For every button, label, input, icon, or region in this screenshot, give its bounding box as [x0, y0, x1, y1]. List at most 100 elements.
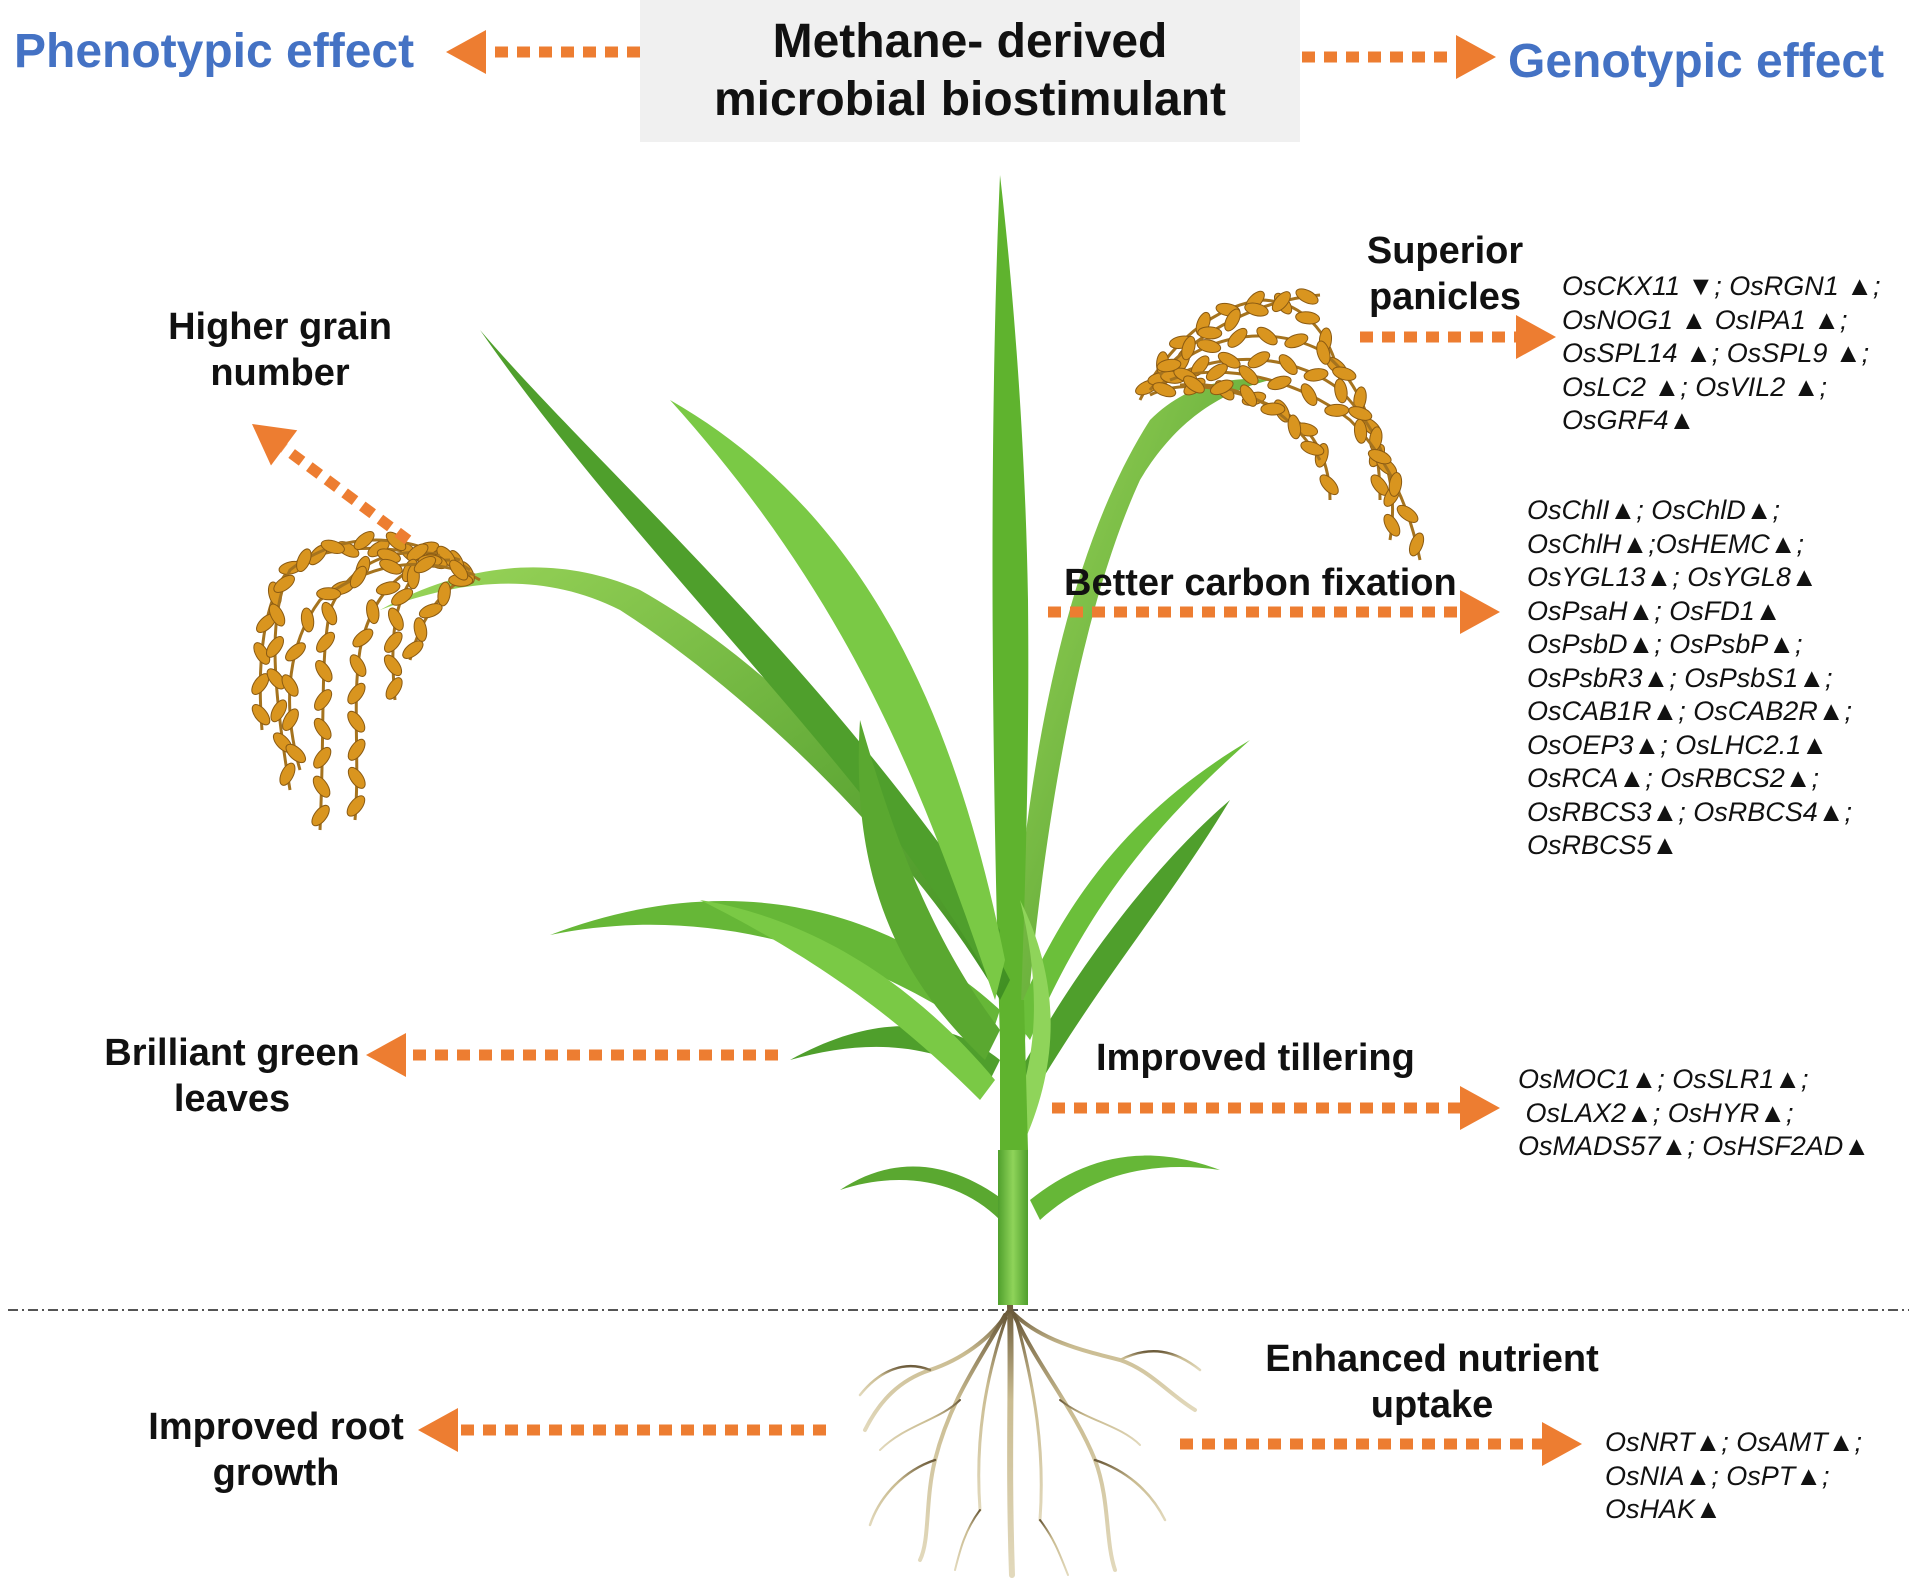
grain — [449, 559, 469, 581]
grain — [281, 674, 299, 697]
grain — [273, 574, 295, 593]
grain — [1388, 472, 1403, 497]
gene-list-nutrient-uptake: OsNRT▲; OsAMT▲; OsNIA▲; OsPT▲; OsHAK▲ — [1605, 1426, 1862, 1527]
arrow-head — [1456, 35, 1496, 79]
stem — [998, 1150, 1028, 1305]
rice-panicle-left — [251, 531, 481, 831]
grain — [1205, 363, 1228, 382]
grain — [1156, 358, 1182, 373]
grain — [1256, 326, 1278, 346]
grain — [1183, 375, 1205, 394]
arrow-brilliant-green-leaves — [366, 1033, 778, 1077]
grain — [316, 587, 342, 601]
grain — [311, 804, 330, 827]
gene-list-tillering: OsMOC1▲; OsSLR1▲; OsLAX2▲; OsHYR▲; OsMAD… — [1518, 1063, 1870, 1164]
root-system — [858, 1302, 1202, 1578]
grain — [1209, 379, 1234, 396]
grain — [316, 631, 336, 653]
grain — [1247, 351, 1271, 369]
gene-list-panicles: OsCKX11 ▼; OsRGN1 ▲; OsNOG1 ▲ OsIPA1 ▲; … — [1562, 270, 1881, 438]
grain — [1383, 513, 1401, 537]
title-box: Methane- derived microbial biostimulant — [640, 0, 1300, 142]
leaf — [550, 901, 1000, 1040]
gene-line: OsNOG1 ▲ OsIPA1 ▲; — [1562, 304, 1848, 335]
grain — [300, 607, 315, 633]
grain — [349, 654, 367, 677]
grain — [347, 766, 366, 789]
gene-line: OsNRT▲; OsAMT▲; — [1605, 1427, 1862, 1457]
grain — [268, 603, 286, 627]
arrow-head — [446, 30, 486, 74]
leaf — [858, 720, 1000, 1060]
arrow-to-genotypic-header — [1302, 35, 1496, 79]
label-higher-grain-number: Higher grain number — [168, 306, 392, 394]
gene-line: OsYGL13▲; OsYGL8▲ — [1527, 562, 1818, 592]
leaf — [1010, 379, 1270, 1040]
grain — [349, 565, 367, 589]
grain — [1319, 474, 1339, 496]
grain — [437, 581, 451, 607]
grain — [1181, 335, 1196, 361]
grain — [285, 642, 306, 662]
gene-line: OsChlI▲; OsChlD▲; — [1527, 495, 1780, 525]
grain — [1267, 375, 1292, 391]
label-improved-root-growth: Improved root growth — [148, 1406, 404, 1494]
stem-sheath — [1000, 1000, 1028, 1150]
grain — [387, 607, 404, 631]
gene-line: OsGRF4▲ — [1562, 405, 1696, 435]
label-brilliant-green-leaves: Brilliant green leaves — [104, 1032, 360, 1120]
grain — [347, 738, 366, 761]
grain — [413, 617, 428, 642]
grain — [296, 548, 312, 573]
grain — [1260, 402, 1286, 416]
gene-line: OsRBCS3▲; OsRBCS4▲; — [1527, 796, 1853, 827]
arrow-superior-panicles — [1360, 315, 1556, 359]
gene-line: OsLC2 ▲; OsVIL2 ▲; — [1562, 371, 1828, 402]
grain — [1295, 288, 1319, 305]
title-line-2: microbial biostimulant — [713, 73, 1227, 126]
gene-line: OsRCA▲; OsRBCS2▲; — [1527, 763, 1819, 793]
grain — [315, 659, 333, 683]
grain — [347, 682, 366, 705]
grain — [1197, 326, 1223, 340]
grain — [418, 603, 443, 619]
grain — [282, 708, 299, 732]
grain — [1224, 308, 1241, 332]
arrow-layer — [252, 30, 1582, 1466]
dotted-arrow-shaft — [280, 443, 412, 545]
gene-line: OsPsbD▲; OsPsbP▲; — [1527, 629, 1803, 659]
grain — [1332, 366, 1357, 381]
gene-line: OsMOC1▲; OsSLR1▲; — [1518, 1064, 1809, 1094]
grain — [1271, 291, 1291, 313]
grain — [1295, 311, 1321, 325]
grain — [1324, 403, 1350, 417]
arrow-head — [1516, 315, 1556, 359]
arrow-head — [1460, 590, 1500, 634]
grain — [312, 775, 331, 798]
grain — [366, 599, 380, 625]
grain — [375, 581, 401, 596]
genotypic-effect-header: Genotypic effect — [1508, 35, 1885, 88]
grain — [385, 677, 403, 700]
grain — [347, 710, 366, 733]
gene-line: OsMADS57▲; OsHSF2AD▲ — [1518, 1131, 1871, 1161]
grain — [1278, 354, 1298, 376]
grain — [402, 640, 424, 659]
arrow-head — [1542, 1422, 1582, 1466]
leaf — [380, 567, 1010, 1000]
gene-line: OsCKX11 ▼; OsRGN1 ▲; — [1562, 271, 1881, 301]
grain — [266, 636, 285, 658]
gene-line: OsLAX2▲; OsHYR▲; — [1518, 1097, 1794, 1128]
grain — [321, 601, 338, 626]
grain — [1152, 382, 1177, 398]
arrow-to-phenotypic-header — [446, 30, 640, 74]
grain — [1303, 368, 1329, 382]
grain — [313, 746, 332, 769]
grain — [285, 743, 307, 764]
leaf — [1010, 900, 1051, 1140]
grain — [1334, 378, 1348, 404]
leaf — [700, 900, 995, 1100]
grain — [384, 631, 403, 653]
